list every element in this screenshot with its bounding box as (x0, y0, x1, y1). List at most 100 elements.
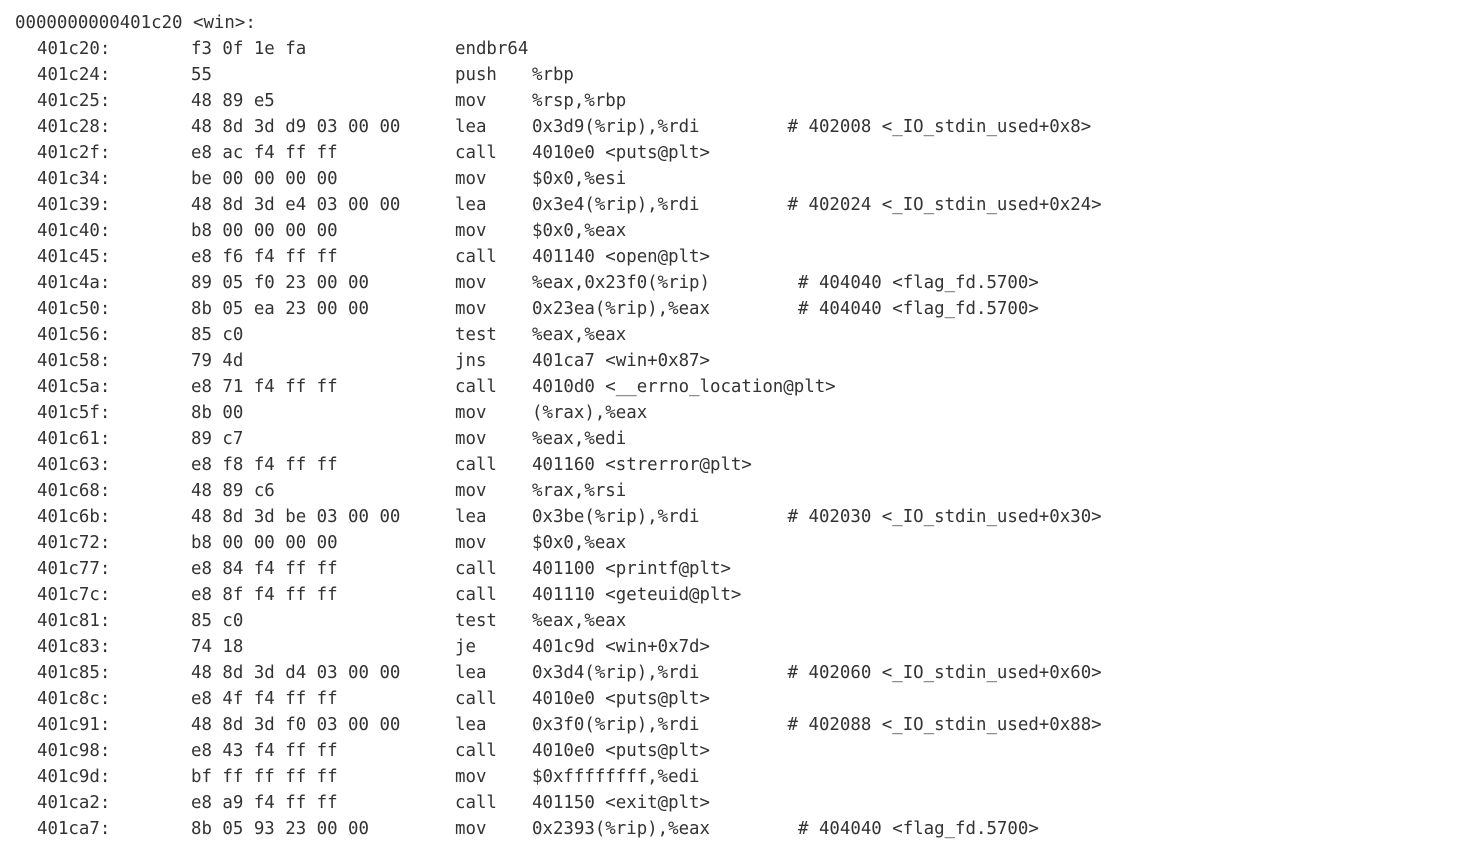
instruction-address: 401c72: (37, 533, 111, 553)
instruction-operands: $0xffffffff,%edi (532, 767, 700, 787)
instruction-address: 401c68: (37, 481, 111, 501)
instruction-operands: $0x0,%eax (532, 533, 627, 553)
instruction-operands: %eax,0x23f0(%rip) (532, 273, 710, 293)
instruction-mnemonic: mov (455, 221, 487, 241)
instruction-operands: %eax,%eax (532, 325, 627, 345)
instruction-mnemonic: call (455, 793, 497, 813)
instruction-address: 401c6b: (37, 507, 111, 527)
indent (15, 166, 37, 192)
instruction-mnemonic: lea (455, 715, 487, 735)
instruction-mnemonic: mov (455, 819, 487, 839)
instruction-mnemonic: push (455, 65, 497, 85)
instruction-address: 401c5f: (37, 403, 111, 423)
instruction-comment: # 404040 <flag_fd.5700> (798, 299, 1039, 319)
instruction-address: 401c2f: (37, 143, 111, 163)
instruction-mnemonic: mov (455, 767, 487, 787)
function-header-row: 0000000000401c20 <win>: (15, 10, 1475, 36)
instruction-bytes: e8 71 f4 ff ff (191, 377, 338, 397)
instruction-address: 401c61: (37, 429, 111, 449)
instruction-bytes: 48 89 c6 (191, 481, 275, 501)
instruction-mnemonic: call (455, 247, 497, 267)
instruction-bytes: e8 8f f4 ff ff (191, 585, 338, 605)
instruction-mnemonic: lea (455, 663, 487, 683)
instruction-address: 401c34: (37, 169, 111, 189)
instruction-mnemonic: mov (455, 429, 487, 449)
indent (15, 114, 37, 140)
instruction-bytes: 85 c0 (191, 611, 244, 631)
instruction-address: 401c56: (37, 325, 111, 345)
indent (15, 400, 37, 426)
indent (15, 62, 37, 88)
indent (15, 218, 37, 244)
instruction-comment: # 402060 <_IO_stdin_used+0x60> (787, 663, 1102, 683)
indent (15, 478, 37, 504)
indent (15, 712, 37, 738)
instruction-bytes: 48 89 e5 (191, 91, 275, 111)
instruction-mnemonic: call (455, 741, 497, 761)
instruction-address: 401c28: (37, 117, 111, 137)
instruction-bytes: e8 4f f4 ff ff (191, 689, 338, 709)
instruction-operands: 4010e0 <puts@plt> (532, 741, 710, 761)
indent (15, 36, 37, 62)
instruction-operands: (%rax),%eax (532, 403, 648, 423)
instruction-mnemonic: test (455, 325, 497, 345)
instruction-address: 401c85: (37, 663, 111, 683)
indent (15, 816, 37, 842)
indent (15, 686, 37, 712)
instruction-bytes: 48 8d 3d be 03 00 00 (191, 507, 401, 527)
instruction-bytes: e8 f8 f4 ff ff (191, 455, 338, 475)
indent (15, 426, 37, 452)
instruction-address: 401c83: (37, 637, 111, 657)
instruction-address: 401c9d: (37, 767, 111, 787)
instruction-operands: 0x3e4(%rip),%rdi (532, 195, 700, 215)
instruction-mnemonic: call (455, 377, 497, 397)
instruction-address: 401c20: (37, 39, 111, 59)
indent (15, 582, 37, 608)
instruction-mnemonic: mov (455, 403, 487, 423)
indent (15, 244, 37, 270)
instruction-operands: 0x3d4(%rip),%rdi (532, 663, 700, 683)
instruction-bytes: 89 c7 (191, 429, 244, 449)
instruction-comment: # 402008 <_IO_stdin_used+0x8> (787, 117, 1092, 137)
indent (15, 634, 37, 660)
instruction-bytes: 48 8d 3d e4 03 00 00 (191, 195, 401, 215)
instruction-operands: 401100 <printf@plt> (532, 559, 731, 579)
indent (15, 738, 37, 764)
instruction-operands: 401110 <geteuid@plt> (532, 585, 742, 605)
indent (15, 764, 37, 790)
instruction-mnemonic: mov (455, 91, 487, 111)
instruction-mnemonic: je (455, 637, 476, 657)
instruction-address: 401c39: (37, 195, 111, 215)
instruction-bytes: 8b 05 ea 23 00 00 (191, 299, 369, 319)
instruction-operands: 401140 <open@plt> (532, 247, 710, 267)
instruction-operands: $0x0,%eax (532, 221, 627, 241)
instruction-mnemonic: lea (455, 195, 487, 215)
instruction-bytes: f3 0f 1e fa (191, 39, 307, 59)
indent (15, 88, 37, 114)
instruction-address: 401c24: (37, 65, 111, 85)
instruction-operands: %eax,%eax (532, 611, 627, 631)
instruction-operands: %rsp,%rbp (532, 91, 627, 111)
instruction-bytes: 48 8d 3d f0 03 00 00 (191, 715, 401, 735)
instruction-comment: # 402030 <_IO_stdin_used+0x30> (787, 507, 1102, 527)
instruction-mnemonic: call (455, 689, 497, 709)
indent (15, 530, 37, 556)
instruction-address: 401c40: (37, 221, 111, 241)
instruction-bytes: e8 ac f4 ff ff (191, 143, 338, 163)
instruction-bytes: 85 c0 (191, 325, 244, 345)
indent (15, 296, 37, 322)
indent (15, 608, 37, 634)
instruction-bytes: 79 4d (191, 351, 244, 371)
instruction-comment: # 402024 <_IO_stdin_used+0x24> (787, 195, 1102, 215)
